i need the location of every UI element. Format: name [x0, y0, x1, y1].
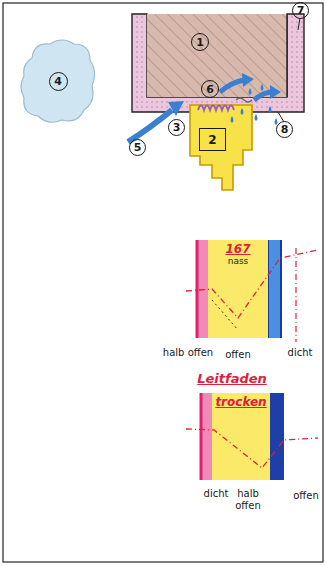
callout-number: 5: [134, 142, 142, 153]
water-drops: [231, 84, 278, 125]
section-number: trocken: [215, 395, 266, 409]
callout-number: 3: [168, 119, 185, 136]
callout-number: 1: [196, 37, 204, 48]
layer-label: dicht: [280, 347, 320, 359]
cloud-shape: 4: [18, 36, 98, 126]
blue-layer: [270, 393, 284, 480]
arrow-head: [270, 85, 281, 99]
cloud-fill: [21, 40, 95, 122]
vapour-arrow: [254, 92, 272, 100]
yellow-part: [190, 105, 252, 190]
layer-label: offen: [218, 349, 258, 361]
layer-label: offen: [288, 490, 324, 502]
callout-number: 7: [297, 5, 305, 16]
layer-edge: [280, 240, 282, 338]
callout-number: 5: [129, 139, 146, 156]
arrow-head: [242, 73, 254, 87]
callout-number: 2: [208, 133, 216, 147]
callout-number: 6: [201, 80, 219, 98]
layer-band: 167nass: [208, 240, 268, 338]
pink-layer: [200, 393, 212, 480]
layer-band: trocken: [212, 393, 270, 480]
frame: [3, 3, 323, 562]
wall-section: [132, 14, 304, 112]
callout-number: 8: [281, 124, 289, 135]
part-box: 2: [199, 128, 226, 151]
layer-edge: [196, 240, 199, 338]
hatched-core: [147, 14, 287, 97]
callout-number: 1: [191, 33, 209, 51]
callout-number: 4: [49, 72, 68, 91]
callout-number: 6: [206, 84, 214, 95]
coil-symbol: [198, 106, 234, 111]
layer-label: dicht: [196, 488, 236, 500]
layer-label: halb offen: [156, 347, 220, 359]
pressure-line: [186, 250, 318, 318]
blue-layer: [268, 240, 282, 338]
section-number: 167: [225, 242, 250, 256]
layer-label: halb offen: [230, 488, 266, 511]
pressure-line: [295, 248, 296, 342]
vapour-arrow: [220, 80, 244, 92]
callout-number: 8: [276, 121, 293, 138]
dotted-line: [212, 300, 238, 330]
section-title: Leitfaden: [186, 372, 278, 387]
arrow-head: [168, 101, 184, 116]
leader-line: [298, 18, 300, 30]
wall-line: [286, 14, 287, 97]
layer-edge: [200, 393, 203, 480]
pink-layer: [196, 240, 208, 338]
callout-number: 7: [292, 2, 309, 19]
air-arrow: [128, 110, 172, 142]
squiggle: [236, 98, 252, 102]
layer-state: nass: [228, 256, 249, 266]
pressure-line: [186, 429, 318, 468]
callout-number: 3: [173, 122, 181, 133]
